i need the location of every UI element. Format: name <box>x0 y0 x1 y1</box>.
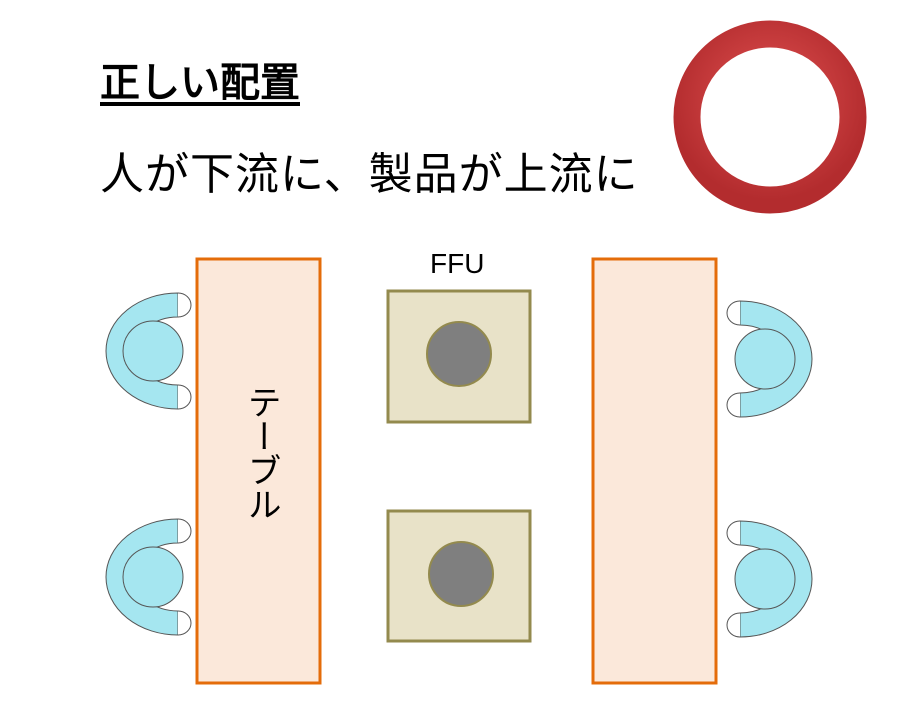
ffu-label: FFU <box>430 248 485 279</box>
person-icon-left-bottom <box>105 518 192 636</box>
subtitle: 人が下流に、製品が上流に <box>100 149 639 200</box>
correct-ring-icon <box>673 20 867 214</box>
table-right <box>591 257 718 685</box>
person-icon-left-top <box>105 292 192 410</box>
ffu-fan-top <box>426 321 492 387</box>
page-title: 正しい配置 <box>100 60 300 106</box>
table-label: テーブル <box>241 385 281 521</box>
person-icon-right-bottom <box>726 520 813 638</box>
ffu-fan-bottom <box>428 541 494 607</box>
person-icon-right-top <box>726 300 813 418</box>
table-left <box>195 257 322 685</box>
